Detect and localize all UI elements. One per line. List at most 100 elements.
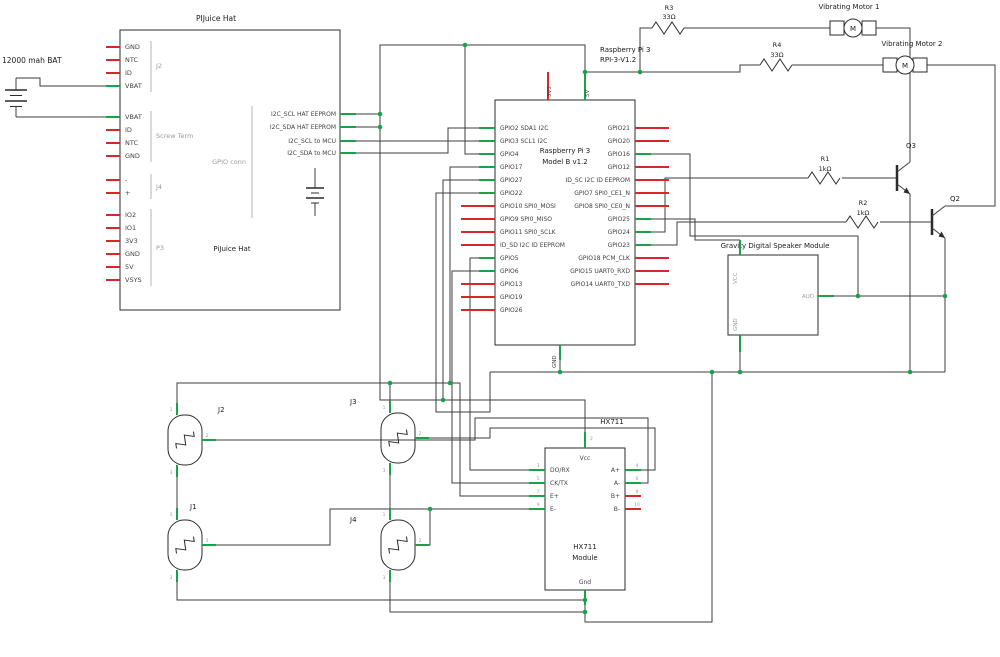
rpi-pin-label: GPIO17 [500, 164, 523, 171]
resistor-r2[interactable]: R2 1kΩ [845, 199, 879, 229]
load-cell-pin-number: 1 [170, 407, 173, 413]
resistor-r3[interactable]: R3 33Ω [651, 4, 685, 35]
rpi-pin-label: GPIO13 [500, 281, 523, 288]
resistor-ref: R3 [665, 4, 674, 12]
pijuice-pin-label: IO1 [125, 224, 136, 232]
speaker-title: Gravity Digital Speaker Module [721, 242, 830, 250]
rpi-pin-label: GPIO22 [500, 190, 523, 197]
rpi-pin-label: GPIO14 UART0_TXD [571, 281, 631, 288]
vibrating-motor-2[interactable]: M Vibrating Motor 2 [882, 40, 943, 75]
load-cell-j4[interactable] [380, 519, 416, 571]
transistor-ref: Q3 [906, 142, 916, 150]
transistor-collector [896, 161, 911, 173]
raspberry-pi-body[interactable] [494, 99, 636, 346]
pijuice-pin-label: GND [125, 250, 140, 258]
motor-terminal [861, 20, 877, 36]
junction-dot [557, 369, 563, 375]
load-cell-zigzag [175, 536, 195, 554]
resistor-r1[interactable]: R1 1kΩ [807, 155, 841, 185]
load-cell-ref: J1 [189, 503, 197, 511]
rpi-pin-label: GPIO6 [500, 268, 519, 275]
rpi-pin-label: GPIO2 SDA1 I2C [500, 125, 548, 132]
load-cell-ref: J4 [349, 516, 357, 524]
battery-symbol[interactable] [5, 78, 27, 117]
motor-circle [895, 55, 915, 75]
transistor-q2[interactable]: Q2 [930, 195, 960, 239]
wire [585, 27, 652, 73]
transistor-q3[interactable]: Q3 [895, 142, 916, 195]
pijuice-pin-label: NTC [125, 139, 138, 147]
pijuice-hat-body[interactable] [119, 29, 341, 311]
junction-dot [942, 293, 948, 299]
pijuice-pin-label: NTC [125, 56, 138, 64]
hx711-pin-label: E+ [550, 493, 559, 500]
resistor-value: 33Ω [662, 13, 675, 21]
rpi-pin-label: GPIO8 SPI0_CE0_N [574, 203, 630, 210]
pijuice-pin-label: 3V3 [125, 237, 138, 245]
wire [464, 45, 479, 155]
rpi-ref-line2: RPI-3-V1.2 [600, 56, 636, 64]
wire [651, 153, 859, 296]
hx711-title-line2: Module [572, 554, 597, 562]
pijuice-name: PiJuice Hat [213, 245, 250, 253]
junction-dot [377, 124, 383, 130]
load-cell-pin-number: 3 [170, 470, 173, 476]
pijuice-gpio-conn-label: GPIO conn [212, 158, 246, 166]
motor-symbol: M [850, 25, 856, 33]
wire [584, 372, 713, 623]
rpi-pin-label: GPIO24 [608, 229, 631, 236]
hx711-pin-number: 5 [537, 476, 540, 482]
rpi-title-line1: Raspberry Pi 3 [540, 147, 591, 155]
rpi-pin-label: GPIO18 PCM_CLK [578, 255, 631, 262]
pijuice-group-label: J2 [155, 62, 162, 70]
junction-dot [737, 369, 743, 375]
pijuice-pin-label: VBAT [125, 113, 142, 121]
rpi-ref-line1: Raspberry Pi 3 [600, 46, 651, 54]
load-cell-zigzag [388, 536, 408, 554]
rpi-pin-label: ID_SD I2C ID EEPROM [500, 242, 565, 249]
pijuice-right-pin-label: I2C_SDA to MCU [287, 150, 336, 157]
wire [16, 77, 106, 87]
hx711-pin-label: A- [614, 480, 620, 487]
load-cell-pin-number: 3 [383, 575, 386, 581]
rpi-pin-label: GPIO21 [608, 125, 631, 132]
wire [449, 166, 479, 383]
pijuice-pin-label: IO2 [125, 211, 136, 219]
rpi-pin-label: GPIO16 [608, 151, 631, 158]
rpi-pin-label: GPIO20 [608, 138, 631, 145]
wire [176, 582, 585, 601]
resistor-value: 1kΩ [857, 209, 870, 217]
hx711-pin-label: A+ [611, 467, 620, 474]
rpi-pin-label: GPIO7 SPI0_CE1_N [574, 190, 630, 197]
load-cell-pin-number: 1 [383, 512, 386, 518]
pijuice-pin-label: ID [125, 126, 132, 134]
load-cell-j2[interactable] [167, 414, 203, 466]
rpi-pin-label: GPIO12 [608, 164, 631, 171]
wire [651, 177, 808, 233]
load-cell-j1[interactable] [167, 519, 203, 571]
motor-terminal [829, 20, 845, 36]
motor-circle [843, 18, 863, 38]
resistor-r4[interactable]: R4 33Ω [759, 41, 793, 72]
hx711-pin-number: 10 [634, 502, 640, 508]
hx711-ref: HX711 [600, 418, 623, 426]
load-cell-j3[interactable] [380, 412, 416, 464]
motor-terminal [912, 57, 928, 73]
load-cell-zigzag [388, 429, 408, 447]
rpi-pin-label: GPIO11 SPI0_SCLK [500, 229, 557, 236]
power-symbol[interactable] [306, 187, 324, 204]
pijuice-pin-label: ID [125, 69, 132, 77]
pijuice-pin-label: VBAT [125, 82, 142, 90]
pijuice-right-pin-label: I2C_SCL to MCU [288, 138, 336, 145]
vibrating-motor-1[interactable]: M Vibrating Motor 1 [819, 3, 880, 38]
junction-dot [582, 69, 588, 75]
hx711-pin-number: 3 [537, 463, 540, 469]
wire [216, 417, 649, 484]
resistor-value: 1kΩ [819, 165, 832, 173]
pijuice-pin-label: + [125, 189, 130, 197]
rpi-pin-label: GPIO25 [608, 216, 631, 223]
pijuice-group-label: J4 [155, 183, 162, 191]
resistor-zigzag [759, 58, 793, 72]
